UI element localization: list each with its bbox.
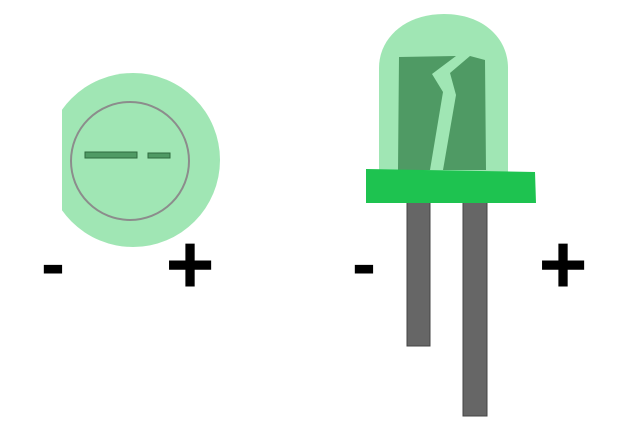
top-view-positive-label: +: [165, 217, 214, 311]
side-view-negative-label: -: [352, 224, 376, 304]
led-top-view: - +: [41, 73, 220, 311]
anode-post-bar: [147, 152, 171, 159]
anode-lead: [462, 199, 488, 417]
cathode-die-bar: [84, 151, 138, 159]
led-anvil-cathode: [398, 56, 456, 170]
top-view-negative-label: -: [41, 224, 65, 304]
led-post-anode: [443, 56, 486, 170]
cathode-lead: [406, 199, 431, 347]
led-lens-top: [62, 73, 220, 247]
side-view-positive-label: +: [538, 217, 587, 311]
led-inner-ring: [70, 101, 190, 221]
led-flange: [366, 169, 536, 203]
led-side-view: - +: [352, 14, 588, 417]
